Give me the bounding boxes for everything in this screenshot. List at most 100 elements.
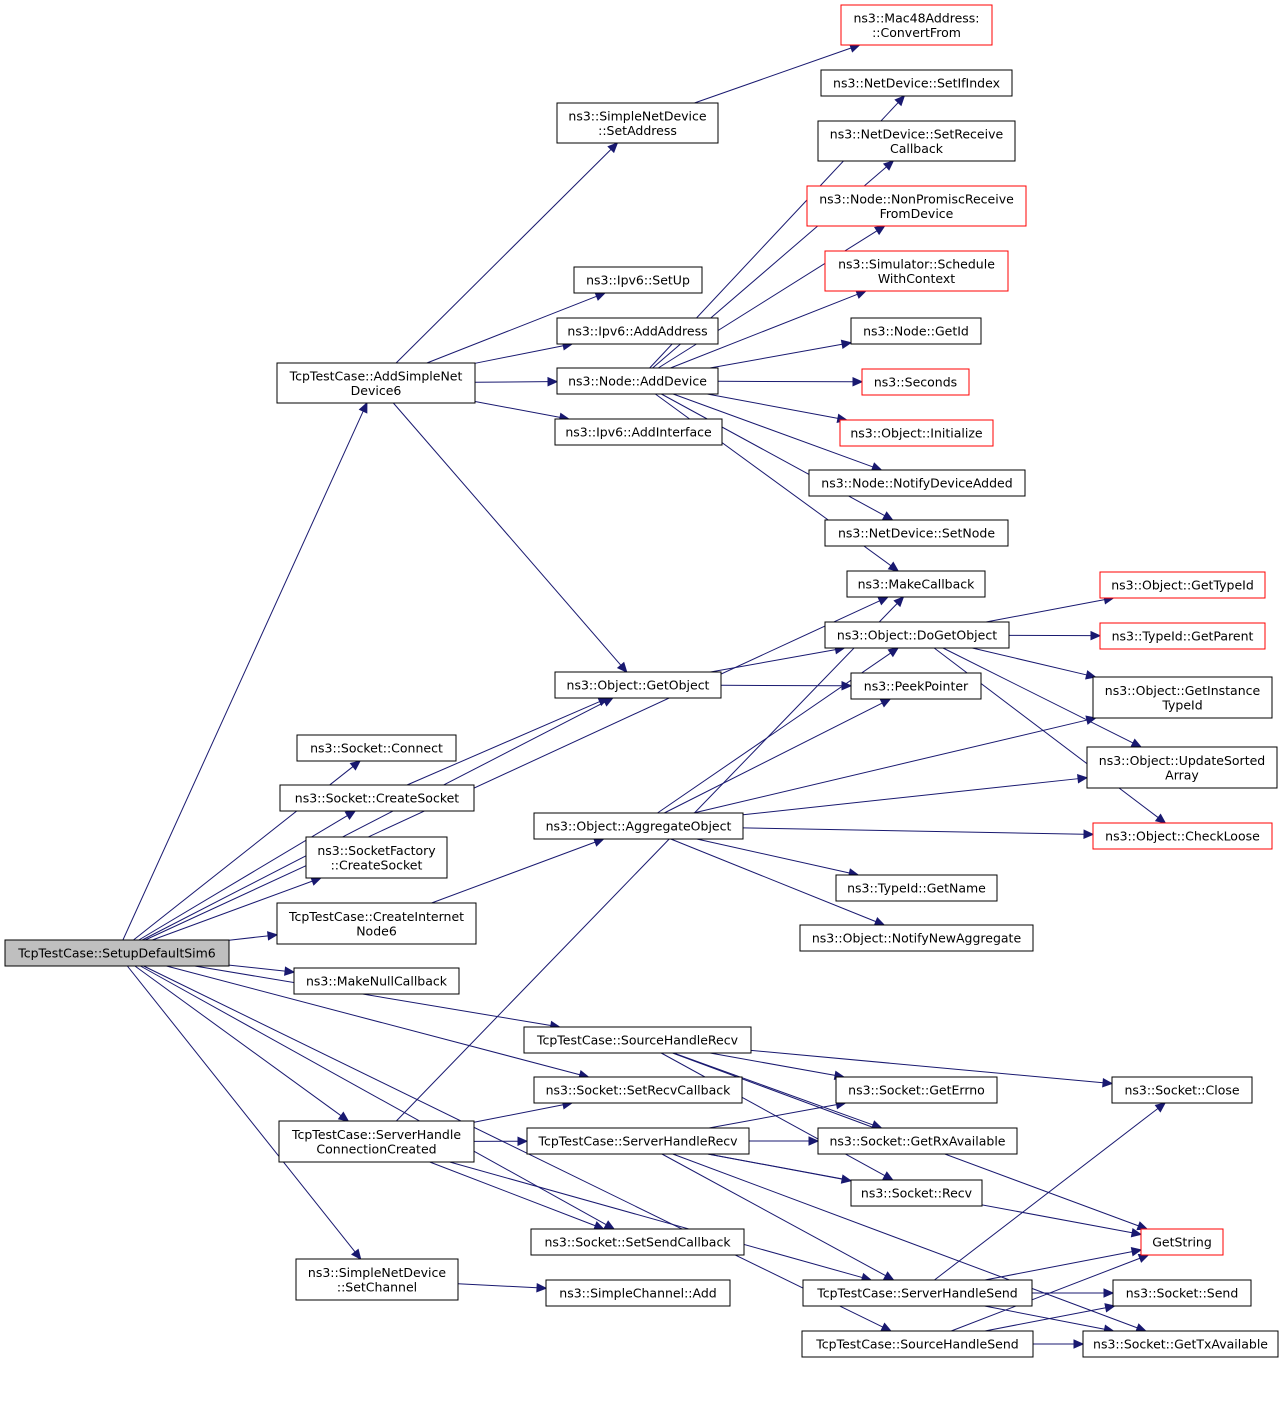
- node-label: WithContext: [878, 271, 955, 286]
- node-objectDoGetObject[interactable]: ns3::Object::DoGetObject: [824, 621, 1010, 649]
- edge-arrowhead: [855, 290, 867, 299]
- node-socketClose[interactable]: ns3::Socket::Close: [1111, 1076, 1253, 1104]
- node-seconds[interactable]: ns3::Seconds: [861, 368, 970, 396]
- node-socketGetRxAvailable[interactable]: ns3::Socket::GetRxAvailable: [817, 1127, 1018, 1155]
- node-sourceHandleSend[interactable]: TcpTestCase::SourceHandleSend: [801, 1330, 1034, 1358]
- node-nodeGetId[interactable]: ns3::Node::GetId: [850, 317, 982, 345]
- node-nodeNotifyDeviceAdded[interactable]: ns3::Node::NotifyDeviceAdded: [808, 469, 1026, 497]
- node-objectInitialize[interactable]: ns3::Object::Initialize: [839, 419, 994, 447]
- node-typeIdGetParent[interactable]: ns3::TypeId::GetParent: [1099, 622, 1266, 650]
- node-peekPointer[interactable]: ns3::PeekPointer: [850, 672, 982, 700]
- edge-line: [707, 393, 838, 419]
- node-socketGetTxAvailable[interactable]: ns3::Socket::GetTxAvailable: [1082, 1330, 1279, 1358]
- edge-line: [228, 935, 269, 941]
- edge-arrowhead: [1137, 1253, 1150, 1263]
- node-label: ns3::SimpleNetDevice: [568, 108, 706, 123]
- node-box: [817, 1127, 1018, 1155]
- node-socketConnect[interactable]: ns3::Socket::Connect: [296, 734, 457, 762]
- edge-arrowhead: [887, 647, 900, 658]
- node-box: [839, 419, 994, 447]
- node-ipv6AddAddress[interactable]: ns3::Ipv6::AddAddress: [556, 317, 719, 345]
- edge-arrowhead: [592, 837, 605, 847]
- nodes-layer: TcpTestCase::SetupDefaultSim6TcpTestCase…: [4, 4, 1279, 1358]
- node-getString[interactable]: GetString: [1140, 1228, 1224, 1256]
- node-box: [801, 1330, 1034, 1358]
- node-label: ns3::PeekPointer: [864, 679, 969, 694]
- node-simpleNetDeviceSetChannel[interactable]: ns3::SimpleNetDevice::SetChannel: [295, 1258, 459, 1301]
- node-objectAggregateObject[interactable]: ns3::Object::AggregateObject: [533, 812, 744, 840]
- node-label: FromDevice: [880, 206, 954, 221]
- edge-line: [395, 603, 898, 1122]
- node-mac48ConvertFrom[interactable]: ns3::Mac48Address:::ConvertFrom: [840, 4, 993, 46]
- edge-addSimpleNetDevice6-to-ipv6SetUp: [426, 292, 607, 364]
- node-box: [4, 939, 230, 967]
- node-socketSend[interactable]: ns3::Socket::Send: [1112, 1279, 1252, 1307]
- node-ipv6SetUp[interactable]: ns3::Ipv6::SetUp: [573, 266, 703, 294]
- node-label: TcpTestCase::ServerHandleRecv: [537, 1134, 738, 1149]
- edge-serverHandleConnectionCreated-to-socketSetSendCallback: [429, 1161, 605, 1231]
- node-ipv6AddInterface[interactable]: ns3::Ipv6::AddInterface: [554, 418, 723, 446]
- node-label: ns3::Socket::Send: [1126, 1286, 1239, 1301]
- node-simpleChannelAdd[interactable]: ns3::SimpleChannel::Add: [545, 1279, 731, 1307]
- node-label: ns3::Simulator::Schedule: [838, 256, 995, 271]
- node-serverHandleConnectionCreated[interactable]: TcpTestCase::ServerHandleConnectionCreat…: [278, 1120, 475, 1163]
- edge-arrowhead: [358, 401, 368, 414]
- edge-arrowhead: [594, 292, 607, 301]
- node-objectNotifyNewAggregate[interactable]: ns3::Object::NotifyNewAggregate: [799, 924, 1034, 952]
- node-socketRecv[interactable]: ns3::Socket::Recv: [850, 1179, 983, 1207]
- node-socketSetRecvCallback[interactable]: ns3::Socket::SetRecvCallback: [533, 1076, 743, 1104]
- node-label: ns3::MakeCallback: [858, 577, 976, 592]
- edge-line: [140, 965, 607, 1226]
- node-box: [835, 874, 998, 902]
- node-serverHandleRecv[interactable]: TcpTestCase::ServerHandleRecv: [526, 1127, 750, 1155]
- node-objectCheckLoose[interactable]: ns3::Object::CheckLoose: [1092, 822, 1273, 850]
- node-typeIdGetName[interactable]: ns3::TypeId::GetName: [835, 874, 998, 902]
- node-objectGetTypeId[interactable]: ns3::Object::GetTypeId: [1099, 571, 1266, 599]
- node-nodeAddDevice[interactable]: ns3::Node::AddDevice: [556, 367, 719, 395]
- node-makeCallback[interactable]: ns3::MakeCallback: [846, 570, 986, 598]
- edge-serverHandleSend-to-socketClose: [934, 1102, 1167, 1281]
- node-socketGetErrno[interactable]: ns3::Socket::GetErrno: [835, 1076, 998, 1104]
- node-serverHandleSend[interactable]: TcpTestCase::ServerHandleSend: [802, 1279, 1033, 1307]
- node-socketFactoryCreateSocket[interactable]: ns3::SocketFactory::CreateSocket: [305, 836, 448, 879]
- edge-root-to-addSimpleNetDevice6: [122, 401, 368, 941]
- node-box: [293, 967, 460, 995]
- node-makeNullCallback[interactable]: ns3::MakeNullCallback: [293, 967, 460, 995]
- edge-objectAggregateObject-to-objectCheckLoose: [742, 827, 1095, 839]
- node-objectGetObject[interactable]: ns3::Object::GetObject: [554, 671, 722, 699]
- edge-line: [431, 841, 596, 904]
- node-label: ns3::Node::GetId: [863, 324, 969, 339]
- edge-arrowhead: [1136, 1221, 1149, 1231]
- node-label: ns3::Object::UpdateSorted: [1099, 753, 1265, 768]
- edge-arrowhead: [267, 931, 279, 941]
- node-simpleNetDeviceSetAddress[interactable]: ns3::SimpleNetDevice::SetAddress: [556, 102, 719, 144]
- node-label: ns3::Seconds: [874, 375, 957, 390]
- node-box: [824, 250, 1009, 292]
- node-box: [850, 672, 982, 700]
- edge-root-to-simpleNetDeviceSetChannel: [126, 965, 362, 1260]
- edge-line: [984, 1305, 1105, 1330]
- edge-arrowhead: [882, 511, 894, 521]
- node-root[interactable]: TcpTestCase::SetupDefaultSim6: [4, 939, 230, 967]
- node-socketSetSendCallback[interactable]: ns3::Socket::SetSendCallback: [530, 1228, 745, 1256]
- edge-arrowhead: [874, 225, 886, 236]
- edge-root-to-serverHandleConnectionCreated: [134, 965, 350, 1122]
- node-netDeviceSetNode[interactable]: ns3::NetDevice::SetNode: [824, 519, 1009, 547]
- node-label: ConnectionCreated: [316, 1141, 436, 1156]
- node-netDeviceSetIfIndex[interactable]: ns3::NetDevice::SetIfIndex: [820, 69, 1013, 97]
- edge-line: [660, 1052, 886, 1177]
- edge-line: [672, 1153, 1138, 1329]
- edge-line: [474, 381, 549, 383]
- node-socketCreateSocket[interactable]: ns3::Socket::CreateSocket: [279, 784, 475, 812]
- node-box: [523, 1026, 752, 1054]
- edge-arrowhead: [349, 760, 362, 771]
- node-sourceHandleRecv[interactable]: TcpTestCase::SourceHandleRecv: [523, 1026, 752, 1054]
- node-label: Node6: [356, 923, 397, 938]
